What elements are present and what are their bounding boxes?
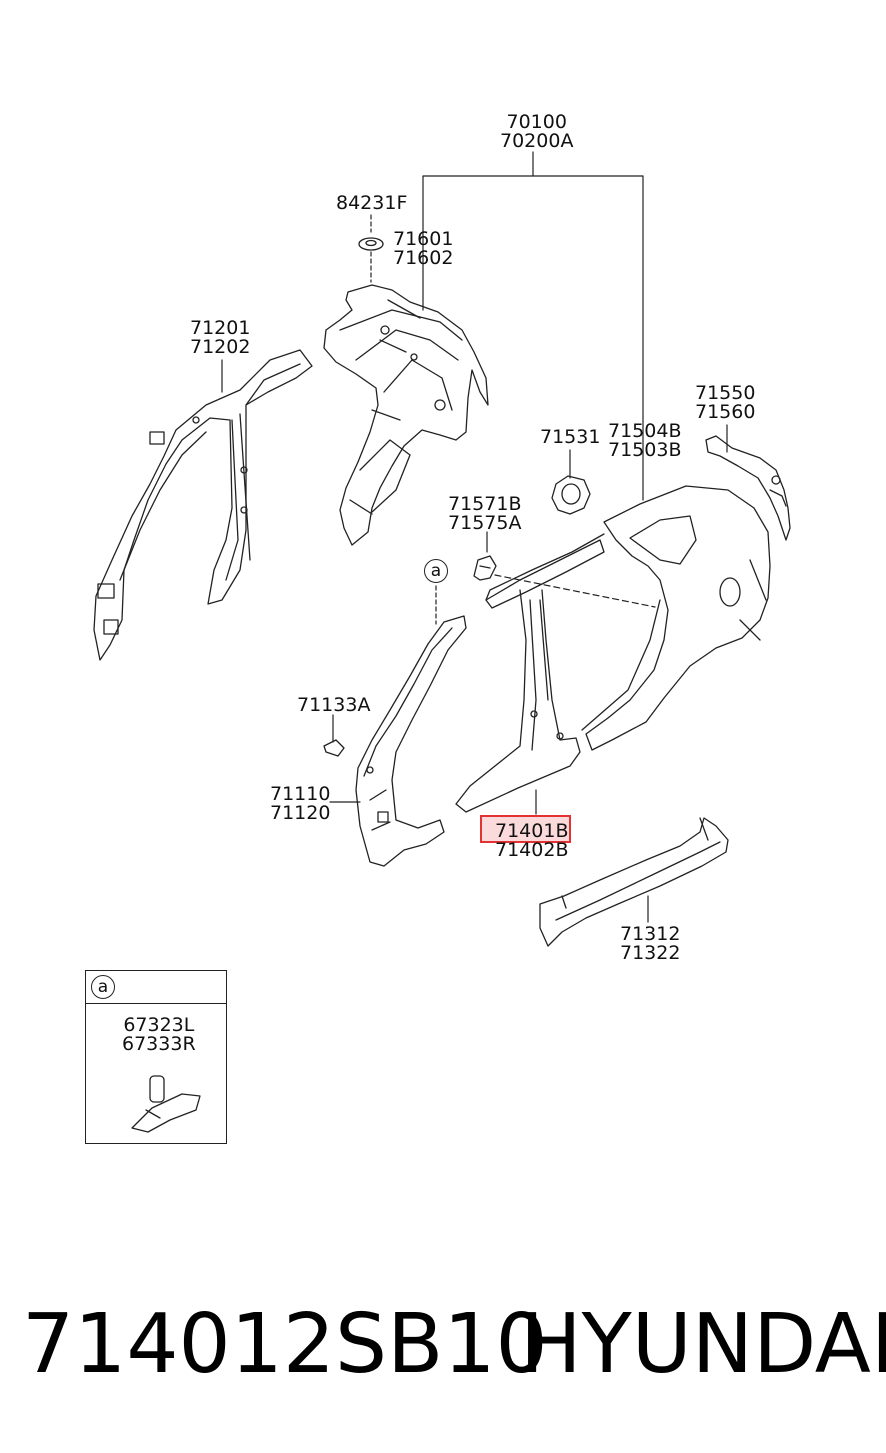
inner-side-panel-part: [93, 349, 313, 661]
detail-circle-a: a: [424, 559, 448, 583]
callout-71133a: 71133A: [297, 694, 371, 716]
callout-71531: 71531: [540, 426, 601, 448]
side-sill-part: [539, 817, 729, 947]
detail-inset-header: [86, 971, 226, 1004]
part-number: 714012SB10: [22, 1297, 548, 1392]
front-pillar-part: [355, 615, 467, 867]
wheelhouse-inner-part: [323, 284, 489, 546]
brand-name: HYUNDAI: [520, 1297, 886, 1392]
fuel-filler-housing-part: [551, 475, 591, 515]
outer-side-panel-part: [455, 485, 771, 813]
highlight-box-71401b: [480, 815, 571, 843]
fastener-bolt-icon: [131, 1075, 201, 1133]
callout-84231f: 84231F: [336, 192, 408, 214]
fuel-filler-bracket-part: [705, 435, 791, 541]
clip-part: [473, 555, 497, 581]
leader-lines: [221, 151, 728, 923]
pillar-bracket-part: [323, 739, 345, 757]
grommet-part: [358, 237, 384, 251]
footer-caption: 714012SB10 HYUNDAI: [0, 1290, 886, 1400]
inset-circle-a: a: [91, 975, 115, 999]
